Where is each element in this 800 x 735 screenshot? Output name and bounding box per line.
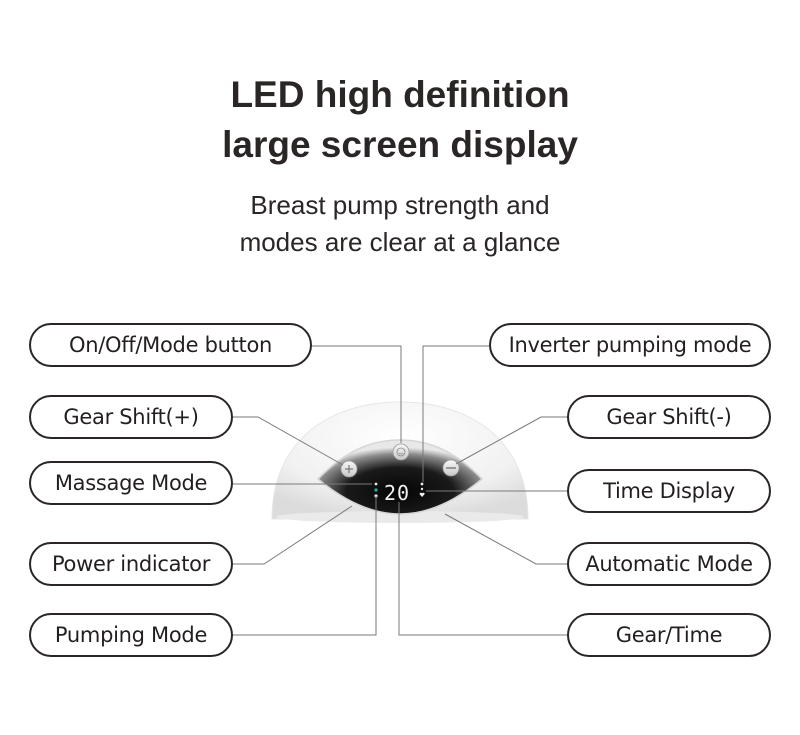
leader-automatic-mode [444,513,567,565]
label-gear-shift-plus: Gear Shift(+) [29,395,233,439]
leader-pumping-mode [233,496,377,636]
power-indicator-light [374,488,378,492]
heading-line-2: large screen display [222,124,578,165]
gear-shift-minus-button[interactable] [442,459,460,477]
automatic-mode-indicator [420,487,424,491]
heading-line-1: LED high definition [230,74,570,115]
label-automatic-mode: Automatic Mode [567,542,771,586]
gear-shift-plus-button[interactable] [340,460,358,478]
led-display: 20 [374,481,425,505]
heart-icon [419,492,425,497]
label-inverter-pumping-mode: Inverter pumping mode [489,323,771,367]
on-off-mode-button[interactable] [392,443,410,461]
label-on-off-mode-button: On/Off/Mode button [29,323,312,367]
leader-gear-shift-plus [233,416,344,466]
leader-gear-shift-minus [455,416,567,465]
smiley-icon [396,447,406,457]
leader-lines [233,345,567,636]
label-power-indicator: Power indicator [29,542,233,586]
inverter-mode-indicator [420,482,424,486]
label-massage-mode: Massage Mode [29,461,233,505]
leader-on-off-mode [311,345,402,443]
subheading-line-2: modes are clear at a glance [239,227,561,257]
label-gear-shift-minus: Gear Shift(-) [567,395,771,439]
leader-inverter-mode [422,345,489,482]
plus-icon [345,465,353,473]
leader-gear-time [398,502,567,636]
display-value: 20 [384,481,410,505]
label-pumping-mode: Pumping Mode [29,613,233,657]
label-time-display: Time Display [567,469,771,513]
subheading-line-1: Breast pump strength and [250,190,550,220]
control-panel [316,439,484,515]
leader-power-indicator [233,505,353,565]
label-gear-time: Gear/Time [567,613,771,657]
massage-mode-indicator [374,482,378,486]
